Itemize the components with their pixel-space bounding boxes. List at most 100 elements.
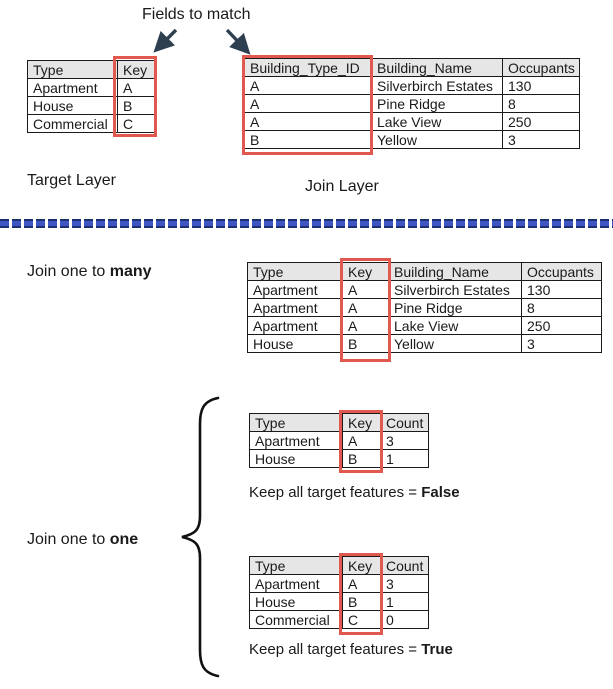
table-cell: A bbox=[244, 76, 372, 95]
table-cell: A bbox=[342, 574, 381, 593]
column-header: Occupants bbox=[521, 262, 602, 281]
keep-false-bold: False bbox=[421, 484, 460, 501]
column-header: Type bbox=[247, 262, 343, 281]
table-cell: B bbox=[342, 334, 389, 353]
table-cell: Yellow bbox=[371, 130, 503, 149]
table-cell: 3 bbox=[521, 334, 602, 353]
table-cell: A bbox=[244, 112, 372, 131]
column-header: Key bbox=[342, 262, 389, 281]
table-cell: Apartment bbox=[27, 78, 118, 97]
section-divider bbox=[0, 219, 613, 228]
table-cell: 250 bbox=[502, 112, 580, 131]
table-cell: House bbox=[247, 334, 343, 353]
join-one-to-one-bold: one bbox=[109, 531, 139, 548]
table-cell: 130 bbox=[502, 76, 580, 95]
column-header: Type bbox=[27, 60, 118, 79]
curly-brace-icon bbox=[181, 396, 220, 678]
table-cell: 8 bbox=[521, 298, 602, 317]
table-cell: A bbox=[244, 94, 372, 113]
join-layer-caption: Join Layer bbox=[305, 178, 379, 195]
table-cell: A bbox=[117, 78, 155, 97]
table-cell: Lake View bbox=[388, 316, 522, 335]
table-cell: A bbox=[342, 316, 389, 335]
table-cell: Pine Ridge bbox=[371, 94, 503, 113]
column-header: Count bbox=[380, 413, 429, 432]
table-cell: 8 bbox=[502, 94, 580, 113]
table-cell: A bbox=[342, 280, 389, 299]
table-cell: 1 bbox=[380, 449, 429, 468]
table-cell: B bbox=[342, 592, 381, 611]
table-cell: 3 bbox=[380, 574, 429, 593]
column-header: Building_Type_ID bbox=[244, 58, 372, 77]
table-cell: Yellow bbox=[388, 334, 522, 353]
keep-false-caption: Keep all target features = False bbox=[249, 484, 460, 501]
table-cell: B bbox=[117, 96, 155, 115]
table-cell: Lake View bbox=[371, 112, 503, 131]
table-cell: A bbox=[342, 431, 381, 450]
column-header: Building_Name bbox=[371, 58, 503, 77]
arrow-left-icon bbox=[153, 28, 178, 53]
table-cell: Commercial bbox=[27, 114, 118, 133]
table-cell: 130 bbox=[521, 280, 602, 299]
table-cell: Apartment bbox=[247, 316, 343, 335]
join-one-to-many-label: Join one to many bbox=[27, 263, 152, 281]
column-header: Count bbox=[380, 556, 429, 575]
fields-to-match-label: Fields to match bbox=[142, 6, 251, 23]
column-header: Type bbox=[249, 556, 343, 575]
table-cell: C bbox=[342, 610, 381, 629]
table-cell: Silverbirch Estates bbox=[371, 76, 503, 95]
column-header: Key bbox=[342, 413, 381, 432]
table-cell: 1 bbox=[380, 592, 429, 611]
table-cell: Apartment bbox=[247, 298, 343, 317]
table-cell: Apartment bbox=[249, 574, 343, 593]
table-cell: House bbox=[27, 96, 118, 115]
table-cell: Commercial bbox=[249, 610, 343, 629]
table-cell: Apartment bbox=[249, 431, 343, 450]
table-cell: 0 bbox=[380, 610, 429, 629]
table-cell: B bbox=[244, 130, 372, 149]
table-cell: House bbox=[249, 592, 343, 611]
table-cell: Silverbirch Estates bbox=[388, 280, 522, 299]
target-layer-caption: Target Layer bbox=[27, 172, 116, 189]
join-one-to-many-prefix: Join one to bbox=[27, 263, 110, 280]
column-header: Type bbox=[249, 413, 343, 432]
table-cell: House bbox=[249, 449, 343, 468]
table-cell: B bbox=[342, 449, 381, 468]
table-cell: 3 bbox=[502, 130, 580, 149]
table-cell: Pine Ridge bbox=[388, 298, 522, 317]
column-header: Key bbox=[342, 556, 381, 575]
table-cell: C bbox=[117, 114, 155, 133]
join-one-to-many-bold: many bbox=[109, 263, 152, 280]
table-cell: A bbox=[342, 298, 389, 317]
keep-false-prefix: Keep all target features = bbox=[249, 484, 422, 501]
arrow-right-icon bbox=[225, 28, 251, 55]
table-cell: Apartment bbox=[247, 280, 343, 299]
column-header: Occupants bbox=[502, 58, 580, 77]
table-cell: 3 bbox=[380, 431, 429, 450]
fields-to-match-arrows bbox=[153, 28, 251, 55]
